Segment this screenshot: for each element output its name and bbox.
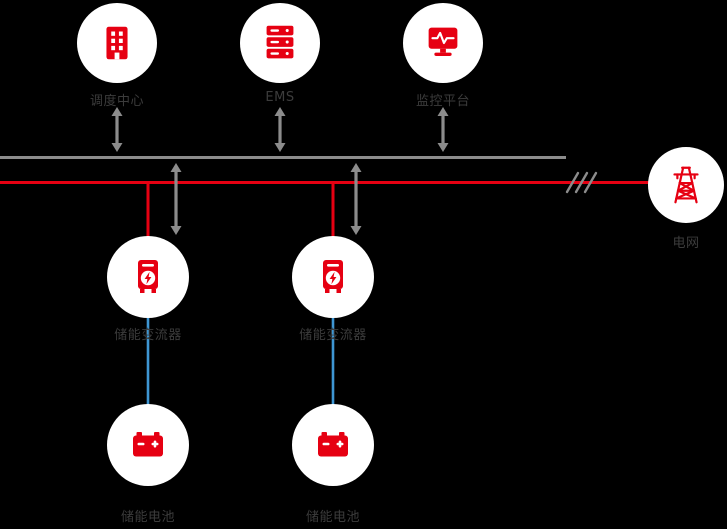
communication-bus-line xyxy=(0,156,566,159)
node-converter-2 xyxy=(292,236,374,318)
converter-icon xyxy=(138,260,158,293)
node-battery-1 xyxy=(107,404,189,486)
comm-arrow-converter-1 xyxy=(170,163,182,235)
node-ems xyxy=(240,3,320,83)
node-dispatch-center xyxy=(77,3,157,83)
comm-arrow-monitoring xyxy=(437,107,449,152)
transmission-tower-icon xyxy=(673,166,699,204)
label-grid: 电网 xyxy=(672,236,700,251)
dc-link-battery-2 xyxy=(331,316,335,406)
power-drop-converter-2 xyxy=(331,183,335,240)
building-icon xyxy=(106,26,128,60)
node-converter-1 xyxy=(107,236,189,318)
node-grid xyxy=(648,147,724,223)
label-converter-1: 储能变流器 xyxy=(114,328,182,343)
bus-break-slashes-icon xyxy=(565,171,598,194)
server-rack-icon xyxy=(266,25,294,59)
converter-icon xyxy=(323,260,343,293)
label-converter-2: 储能变流器 xyxy=(299,328,367,343)
comm-arrow-converter-2 xyxy=(350,163,362,235)
power-bus-line xyxy=(0,181,649,184)
dc-link-battery-1 xyxy=(146,316,150,406)
monitor-waveform-icon xyxy=(428,27,458,56)
label-monitoring-platform: 监控平台 xyxy=(415,94,471,109)
label-battery-1: 储能电池 xyxy=(120,510,176,525)
power-drop-converter-1 xyxy=(146,183,150,240)
battery-icon xyxy=(318,432,348,457)
node-battery-2 xyxy=(292,404,374,486)
label-battery-2: 储能电池 xyxy=(305,510,361,525)
label-dispatch-center: 调度中心 xyxy=(89,94,145,109)
node-monitoring-platform xyxy=(403,3,483,83)
comm-arrow-ems xyxy=(274,107,286,152)
label-ems: EMS xyxy=(265,90,295,105)
comm-arrow-dispatch xyxy=(111,107,123,152)
battery-icon xyxy=(133,432,163,457)
